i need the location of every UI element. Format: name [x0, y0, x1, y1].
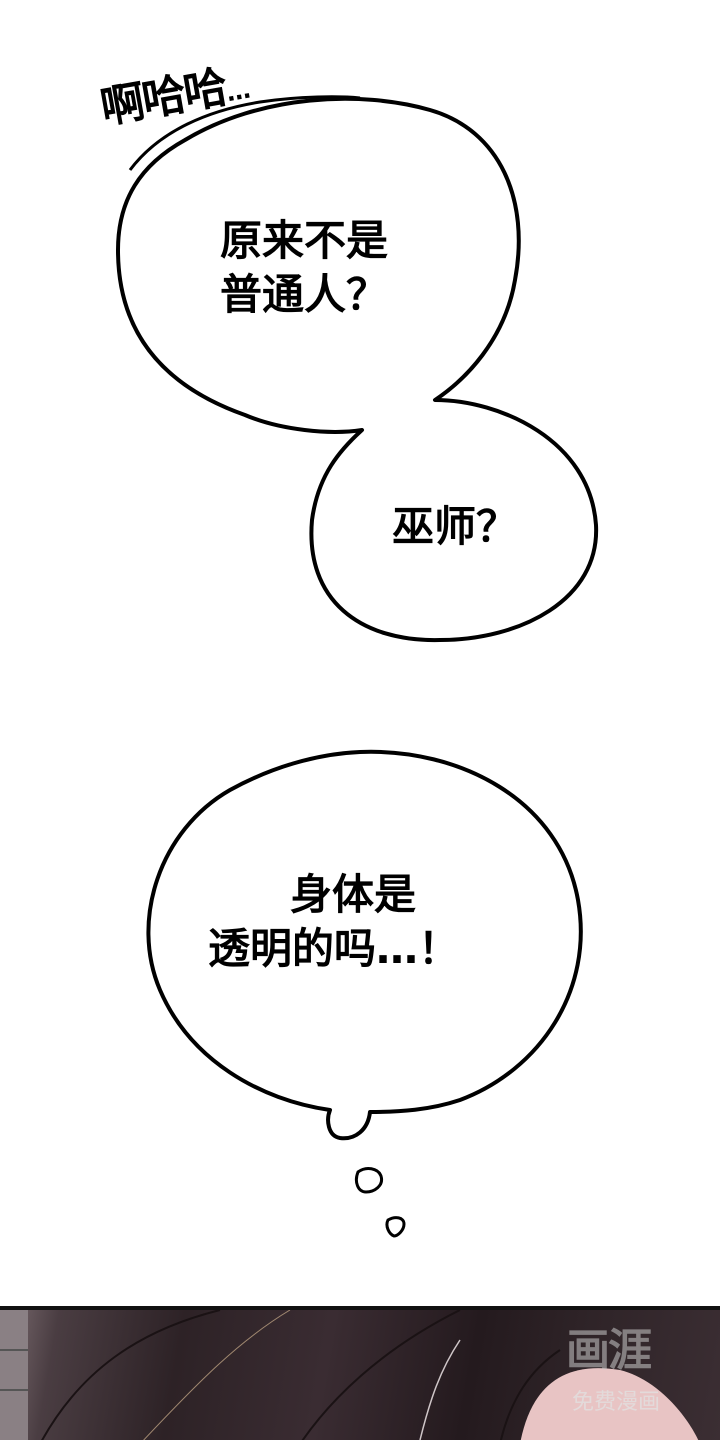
thought-dot-small	[385, 1216, 406, 1238]
sfx-dots: …	[224, 75, 254, 108]
bubble1-text: 原来不是 普通人？	[220, 214, 388, 322]
watermark-logo: 画涯	[566, 1325, 652, 1376]
thought-bubble	[146, 749, 583, 1141]
watermark-tagline: 免费漫画	[572, 1390, 661, 1415]
thought-dot-large	[354, 1167, 384, 1194]
bubble1-line1: 原来不是	[220, 216, 389, 265]
bubble3-line2: 透明的吗…！	[208, 923, 461, 973]
bubble2-line1: 巫师？	[392, 502, 519, 551]
bubble2-text: 巫师？	[392, 500, 518, 554]
bottom-comic-panel	[0, 1306, 720, 1440]
bubble1-line2: 普通人？	[220, 269, 389, 319]
speech-bubble-large	[116, 96, 599, 643]
bubble3-text: 身体是 透明的吗…！	[208, 868, 460, 976]
bubble3-line1: 身体是	[290, 870, 417, 919]
hair-illustration	[0, 1310, 699, 1440]
